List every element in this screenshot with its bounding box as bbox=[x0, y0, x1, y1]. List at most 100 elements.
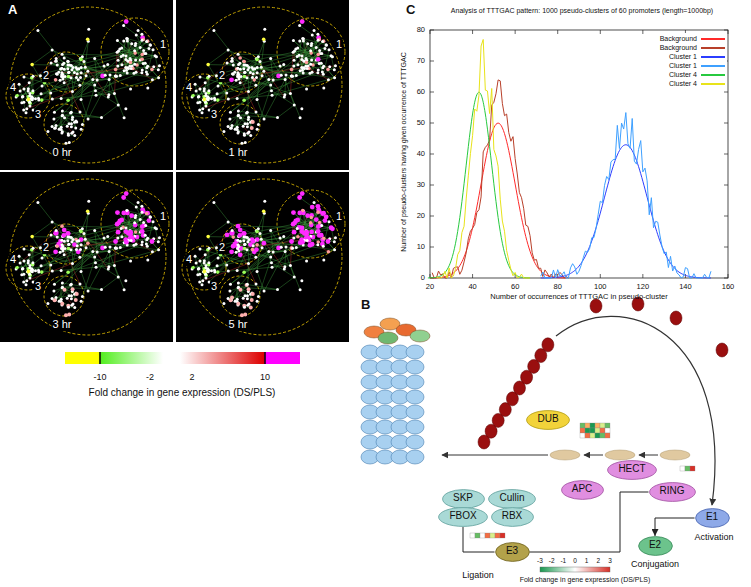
network-link bbox=[133, 240, 152, 251]
gene-dot bbox=[254, 84, 257, 87]
gene-dot bbox=[134, 58, 137, 61]
network-link bbox=[155, 56, 158, 70]
network-link bbox=[238, 226, 299, 227]
gene-dot bbox=[207, 89, 210, 92]
gene-dot bbox=[207, 98, 210, 101]
gene-dot bbox=[203, 98, 207, 102]
gene-dot bbox=[231, 235, 235, 239]
gene-dot bbox=[328, 220, 331, 223]
gene-dot bbox=[297, 211, 302, 216]
network-link bbox=[81, 100, 88, 120]
network-link bbox=[24, 91, 73, 110]
gene-dot bbox=[46, 130, 49, 133]
gene-dot bbox=[32, 75, 35, 78]
gene-dot bbox=[216, 264, 219, 267]
network-link bbox=[54, 113, 71, 119]
gene-dot bbox=[252, 68, 255, 71]
network-link bbox=[264, 252, 285, 292]
data-curve bbox=[430, 123, 566, 278]
gene-dot bbox=[140, 229, 145, 234]
heatmap-cell bbox=[585, 423, 590, 428]
gene-dot bbox=[251, 239, 256, 244]
network-link bbox=[235, 112, 247, 129]
gene-dot bbox=[21, 95, 24, 98]
gene-dot bbox=[121, 195, 126, 200]
network-link bbox=[52, 50, 105, 75]
gene-dot bbox=[245, 112, 248, 115]
gene-dot bbox=[316, 71, 319, 74]
gene-dot bbox=[290, 246, 294, 250]
data-curve bbox=[541, 145, 711, 278]
gene-dot bbox=[251, 292, 255, 296]
gene-dot bbox=[227, 270, 230, 273]
network-link bbox=[62, 73, 80, 112]
gene-dot bbox=[293, 104, 296, 107]
network-link bbox=[16, 263, 33, 269]
gene-dot bbox=[238, 252, 243, 257]
gene-dot bbox=[300, 240, 305, 245]
gene-dot bbox=[141, 211, 144, 214]
gene-dot bbox=[255, 283, 258, 286]
gene-dot bbox=[37, 97, 40, 100]
network-panel bbox=[176, 172, 349, 342]
gene-dot bbox=[262, 70, 265, 73]
network-link bbox=[62, 226, 123, 227]
gene-dot bbox=[226, 61, 229, 64]
network-link bbox=[32, 65, 52, 99]
network-link bbox=[59, 111, 62, 129]
gene-dot bbox=[54, 60, 57, 63]
gene-dot bbox=[252, 72, 255, 75]
network-link bbox=[300, 26, 327, 45]
gene-dot bbox=[51, 49, 54, 52]
gene-dot bbox=[122, 24, 125, 27]
gene-dot bbox=[314, 217, 319, 222]
gene-dot bbox=[284, 250, 287, 253]
gene-dot bbox=[272, 79, 275, 82]
network-link bbox=[277, 105, 294, 118]
gene-dot bbox=[325, 43, 328, 46]
gene-dot bbox=[87, 118, 90, 121]
gene-dot bbox=[305, 213, 310, 218]
heatmap-cell bbox=[600, 423, 605, 428]
gene-dot bbox=[18, 255, 21, 258]
gene-dot bbox=[146, 86, 149, 89]
gene-dot bbox=[231, 229, 234, 232]
gene-dot bbox=[28, 101, 31, 104]
network-link bbox=[155, 228, 158, 242]
network-link bbox=[218, 266, 291, 272]
gene-dot bbox=[84, 66, 87, 69]
gene-dot bbox=[20, 273, 23, 276]
gene-dot bbox=[199, 247, 202, 250]
gene-dot bbox=[74, 298, 78, 302]
gene-dot bbox=[140, 205, 143, 208]
network-link bbox=[41, 63, 130, 94]
gene-dot bbox=[256, 128, 259, 131]
gene-dot bbox=[53, 249, 58, 254]
gene-dot bbox=[316, 210, 320, 214]
gene-dot bbox=[236, 97, 239, 100]
colorbar-tick bbox=[99, 352, 101, 364]
gene-dot bbox=[242, 297, 245, 300]
gene-dot bbox=[263, 200, 266, 203]
gene-dot bbox=[250, 298, 254, 302]
gene-dot bbox=[152, 48, 155, 51]
gene-dot bbox=[32, 247, 35, 250]
gene-dot bbox=[86, 38, 90, 42]
gene-dot bbox=[242, 231, 247, 236]
gene-dot bbox=[319, 233, 324, 238]
network-link bbox=[95, 91, 118, 105]
gene-dot bbox=[93, 57, 96, 60]
data-curve bbox=[436, 39, 530, 278]
gene-dot bbox=[139, 46, 142, 49]
gene-dot bbox=[243, 306, 246, 309]
network-link bbox=[238, 73, 256, 112]
gene-dot bbox=[212, 29, 215, 32]
gene-dot bbox=[71, 287, 75, 291]
gene-dot bbox=[123, 116, 126, 119]
gene-dot bbox=[257, 295, 260, 298]
panel-ground bbox=[0, 0, 173, 170]
gene-dot bbox=[229, 249, 234, 254]
gene-dot bbox=[54, 78, 58, 82]
gene-dot bbox=[100, 116, 103, 119]
gene-dot bbox=[124, 240, 129, 245]
